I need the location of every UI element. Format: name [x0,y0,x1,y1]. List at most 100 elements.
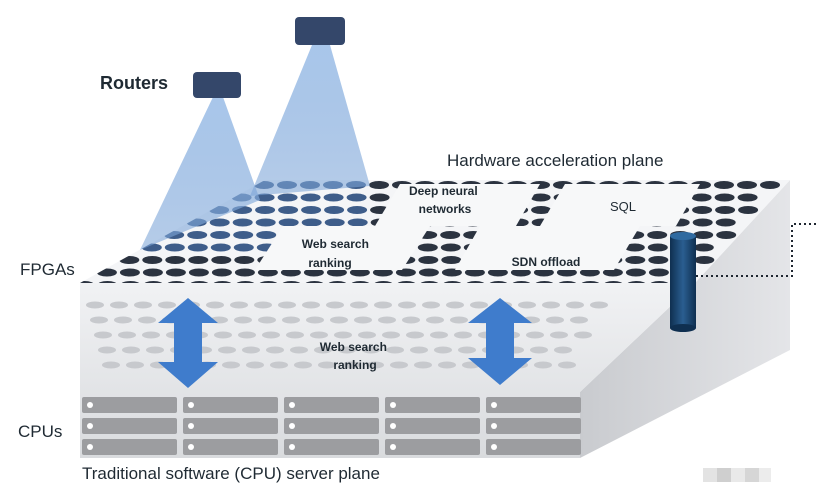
fpga-node [277,193,298,202]
cpu-plane-node [554,346,572,354]
fpga-node [648,268,669,277]
cpu-plane-node [546,316,564,324]
fpga-node [211,256,232,264]
fpga-node [324,218,345,227]
fpga-node [211,268,232,277]
cpu-plane-node [574,331,592,339]
network-cylinder [670,232,696,332]
cpu-server-slot [486,418,581,434]
fpga-node [737,181,757,189]
cpu-server-led [491,402,497,408]
cpu-plane-node [118,331,136,339]
fpga-node [346,193,367,202]
cpu-plane-node [350,301,368,309]
fpga-node [142,268,163,277]
fpga-node [440,231,461,239]
region-deep-neural-networks [375,184,540,226]
cpu-server-led [390,444,396,450]
cpu-server-slot [486,397,581,413]
fpga-node [96,268,117,277]
cpu-server-led [491,444,497,450]
region-web-search-top [255,226,430,270]
cpu-plane-node [126,361,144,369]
cpu-server-led [390,423,396,429]
fpga-node [165,268,186,277]
cpu-plane-node [214,331,232,339]
cpu-plane-node [550,331,568,339]
fpga-node [625,256,646,264]
cpu-plane-node [414,361,432,369]
fpga-node [395,268,416,277]
fpga-node [210,243,231,252]
cpu-plane-node [430,331,448,339]
router-box-left [193,72,241,98]
cpu-server-slot [183,439,278,455]
fpga-node [691,193,712,202]
fpga-node [278,206,299,214]
fpga-node [278,218,299,227]
fpga-node [233,243,254,252]
cpu-plane-node [278,301,296,309]
fpga-node [369,181,389,189]
fpga-node [692,206,713,214]
cpu-plane-node [218,346,236,354]
router-beam-right [250,45,370,196]
cpu-plane-node [534,361,552,369]
cpu-plane-node [102,361,120,369]
fpga-node [257,268,278,277]
label-cpus: CPUs [18,422,62,441]
cpu-plane-node [282,316,300,324]
cpu-plane-node [290,346,308,354]
fpga-node [693,243,714,252]
fpga-node [188,256,209,264]
cpu-plane-node [378,316,396,324]
fpga-node [119,256,140,264]
fpga-node [716,231,737,239]
cpu-plane-node [406,331,424,339]
cpu-server-led [289,423,295,429]
fpga-node [417,243,438,252]
fpga-node [187,243,208,252]
cpu-plane-node [454,331,472,339]
cpu-plane-node [518,301,536,309]
fpga-node [715,218,736,227]
cpu-server-led [289,402,295,408]
cpu-server-slot [486,439,581,455]
cpu-plane-node [158,301,176,309]
cpu-server-led [491,423,497,429]
cpu-plane-node [366,361,384,369]
label-hardware-plane: Hardware acceleration plane [447,151,663,170]
cpu-plane-node [334,331,352,339]
fpga-node [255,206,276,214]
cpu-plane-node [402,316,420,324]
cpu-plane-node [362,346,380,354]
region-label-sdn-offload: SDN offload [512,255,581,269]
cpu-plane-node [590,301,608,309]
fpga-node [418,256,439,264]
cpu-plane-node [94,331,112,339]
cpu-plane-node [222,361,240,369]
cpu-plane-node [142,331,160,339]
fpga-node [164,243,185,252]
watermark [703,468,771,482]
cpu-plane-node [318,361,336,369]
region-label-sql: SQL [610,199,636,214]
cpu-server-slot [385,418,480,434]
cpu-plane-node [410,346,428,354]
arrow-right [468,298,532,385]
cpu-plane-node [326,301,344,309]
region-sql [540,184,700,226]
arrow-left [158,298,218,388]
cpu-plane-node [422,301,440,309]
cpu-plane-node [234,316,252,324]
region-label-deep-neural-networks: Deep neural networks [409,184,481,216]
fpga-node [579,268,600,277]
cpu-plane-node [90,316,108,324]
fpga-node [441,256,462,264]
fpga-node [625,268,646,277]
cpu-plane-node [302,301,320,309]
cpu-plane-node [246,361,264,369]
fpga-node [119,268,140,277]
cpu-plane-node [542,301,560,309]
